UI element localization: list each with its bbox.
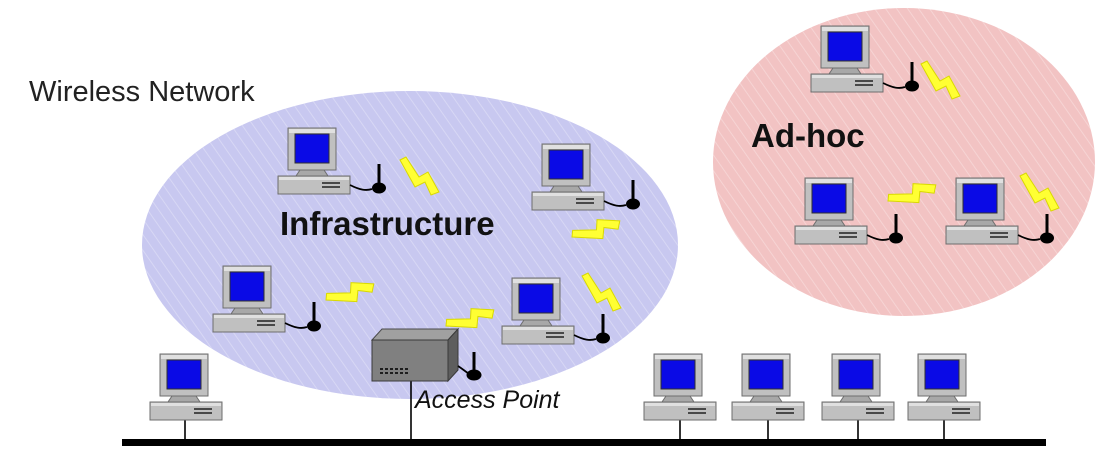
wired-computer-icon	[907, 353, 981, 421]
wired-computer-icon	[821, 353, 895, 421]
network-backbone	[122, 439, 1046, 446]
access-point-label: Access Point	[413, 386, 561, 414]
wired-computer-icon	[643, 353, 717, 421]
wired-computer-icon	[149, 353, 223, 421]
infrastructure-label: Infrastructure	[280, 205, 495, 242]
access-point-device-icon	[370, 327, 482, 383]
wired-computer-icon	[731, 353, 805, 421]
diagram-title: Wireless Network	[29, 76, 255, 108]
adhoc-label: Ad-hoc	[751, 117, 865, 154]
backbone-drop-lines	[184, 376, 945, 440]
adhoc-zone-hatch	[713, 8, 1095, 316]
